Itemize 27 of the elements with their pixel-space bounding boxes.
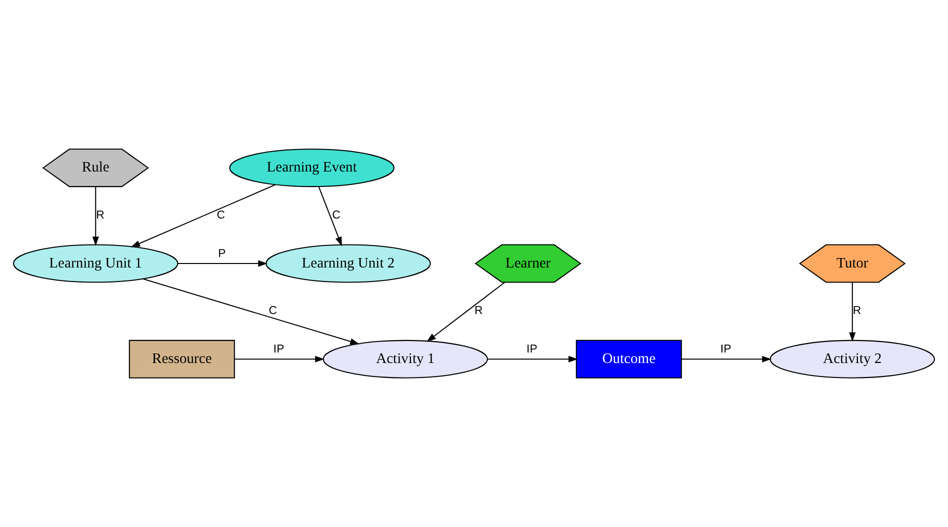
arrow xyxy=(682,356,772,362)
arrow xyxy=(849,282,856,342)
edge-label: IP xyxy=(273,344,284,356)
node-ellipse: Learning Event xyxy=(229,148,394,188)
edge-label: R xyxy=(96,210,104,222)
node-box: Outcome xyxy=(576,340,682,378)
node-ellipse: Activity 2 xyxy=(770,340,935,378)
node-ellipse: Activity 1 xyxy=(322,340,488,378)
edge-label: C xyxy=(268,305,277,318)
node-ellipse: Learning Unit 2 xyxy=(266,244,431,283)
edge-label: C xyxy=(332,210,340,222)
node-box: Ressource xyxy=(128,340,235,378)
arrow xyxy=(426,282,506,342)
arrow xyxy=(488,356,578,362)
edge-label: IP xyxy=(526,344,538,356)
arrow xyxy=(130,184,276,248)
edge-label: IP xyxy=(720,344,732,356)
edge-label: R xyxy=(852,305,862,318)
arrow xyxy=(178,260,268,267)
arrow xyxy=(234,356,324,362)
arrow xyxy=(318,186,342,246)
edge-label: P xyxy=(218,248,226,260)
arrow xyxy=(92,186,99,246)
edge-label: R xyxy=(474,305,483,318)
node-ellipse: Learning Unit 1 xyxy=(13,244,178,283)
arrow xyxy=(142,278,360,345)
edge-label: C xyxy=(216,210,226,222)
